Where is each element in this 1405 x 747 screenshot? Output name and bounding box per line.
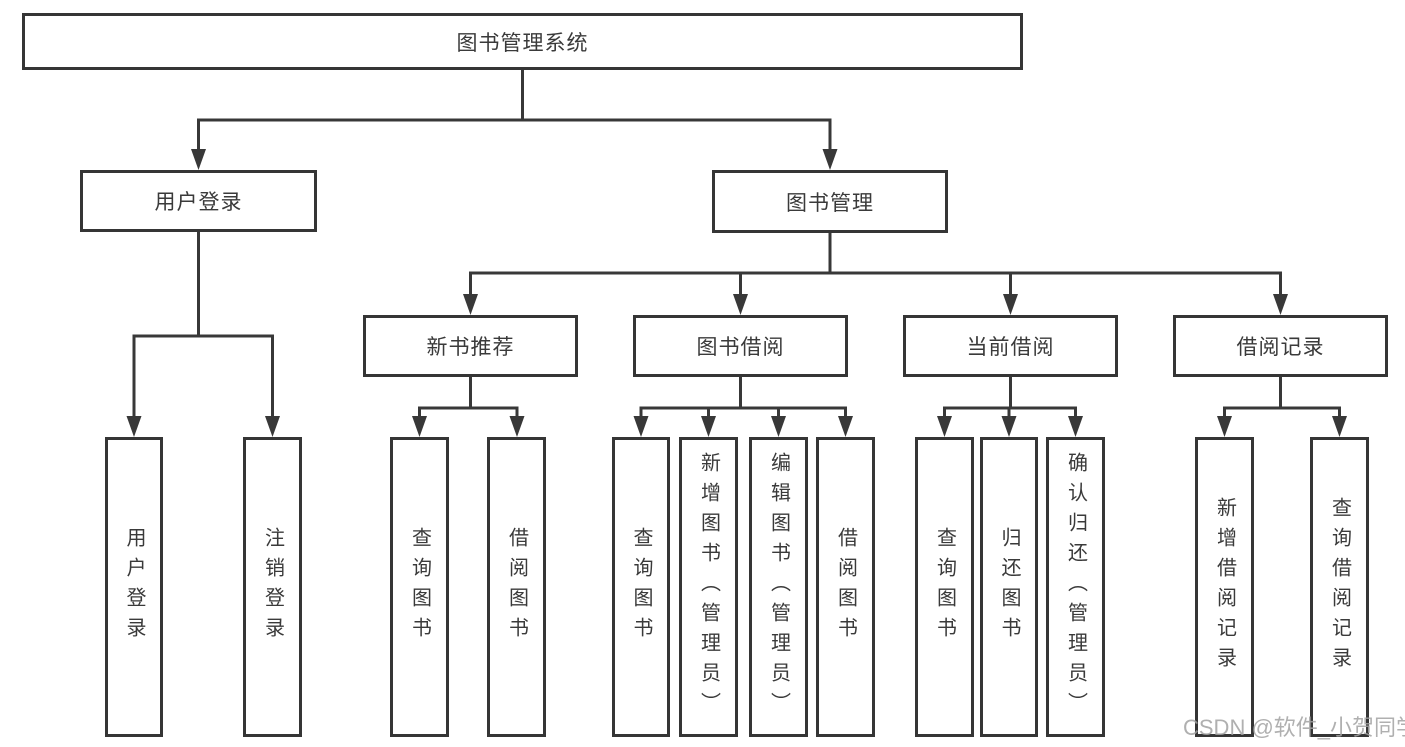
leaf-label: 确认归还（管理员） [1064,452,1087,722]
connector-book-borrow-to-leaves [633,376,853,437]
node-label: 图书管理系统 [456,31,589,55]
leaf-label: 归还图书 [998,527,1020,647]
node-borrow-record: 借阅记录 [1173,315,1388,377]
leaf-label: 新增借阅记录 [1213,497,1236,677]
connector-user-login-to-leaves [126,231,280,437]
arrow-down-icon [822,149,838,170]
leaf-current-query-books: 查询图书 [915,437,974,737]
leaf-borrow-query-books: 查询图书 [612,437,670,737]
arrow-down-icon [191,149,206,170]
leaf-borrow-edit-books-admin: 编辑图书（管理员） [749,437,808,737]
leaf-borrow-borrow-books: 借阅图书 [816,437,875,737]
connector-book-management-to-level3 [463,232,1288,315]
leaf-label: 查询图书 [408,527,431,647]
node-new-book-recommend: 新书推荐 [363,315,578,377]
arrow-down-icon [1217,416,1232,437]
leaf-newbook-borrow-books: 借阅图书 [487,437,546,737]
node-label: 借阅记录 [1236,336,1325,359]
connector-borrow-record-to-leaves [1217,376,1347,437]
arrow-down-icon [937,416,952,437]
arrow-down-icon [733,294,748,315]
arrow-down-icon [1068,416,1083,437]
node-book-borrow: 图书借阅 [633,315,848,377]
leaf-logout: 注销登录 [243,437,302,737]
leaf-label: 查询借阅记录 [1328,497,1351,677]
arrow-down-icon [1001,416,1017,437]
leaf-newbook-query-books: 查询图书 [390,437,449,737]
connector-current-borrow-to-leaves [937,376,1083,437]
arrow-down-icon [1003,294,1018,315]
arrow-down-icon [1273,294,1288,315]
leaf-borrow-add-books-admin: 新增图书（管理员） [679,437,738,737]
connector-new-book-to-leaves [412,376,525,437]
leaf-label: 用户登录 [123,527,145,647]
arrow-down-icon [1332,416,1347,437]
arrow-down-icon [838,416,853,437]
leaf-user-login: 用户登录 [105,437,163,737]
node-label: 当前借阅 [966,336,1055,359]
leaf-current-confirm-return-admin: 确认归还（管理员） [1046,437,1105,737]
arrow-down-icon [633,416,649,437]
connector-root-to-level2 [191,68,838,170]
csdn-watermark: CSDN @软件_小贺同学 [1183,715,1405,740]
node-user-login: 用户登录 [80,170,317,232]
leaf-current-return-books: 归还图书 [980,437,1038,737]
arrow-down-icon [463,294,478,315]
leaf-label: 借阅图书 [505,527,528,647]
leaf-label: 借阅图书 [834,527,857,647]
arrow-down-icon [265,416,280,437]
node-root-library-system: 图书管理系统 [22,13,1023,70]
leaf-label: 编辑图书（管理员） [767,452,790,722]
node-label: 图书管理 [786,191,874,215]
arrow-down-icon [771,416,786,437]
arrow-down-icon [126,416,142,437]
leaf-record-query-borrow-record: 查询借阅记录 [1310,437,1369,737]
node-label: 用户登录 [154,191,243,214]
node-current-borrow: 当前借阅 [903,315,1118,377]
node-book-management: 图书管理 [712,170,948,233]
leaf-label: 查询图书 [630,527,652,647]
leaf-record-add-borrow-record: 新增借阅记录 [1195,437,1254,737]
leaf-label: 新增图书（管理员） [697,452,720,722]
arrow-down-icon [701,416,716,437]
node-label: 新书推荐 [426,336,515,359]
leaf-label: 查询图书 [933,527,956,647]
leaf-label: 注销登录 [261,527,284,647]
arrow-down-icon [412,416,427,437]
arrow-down-icon [509,416,525,437]
node-label: 图书借阅 [696,336,785,359]
